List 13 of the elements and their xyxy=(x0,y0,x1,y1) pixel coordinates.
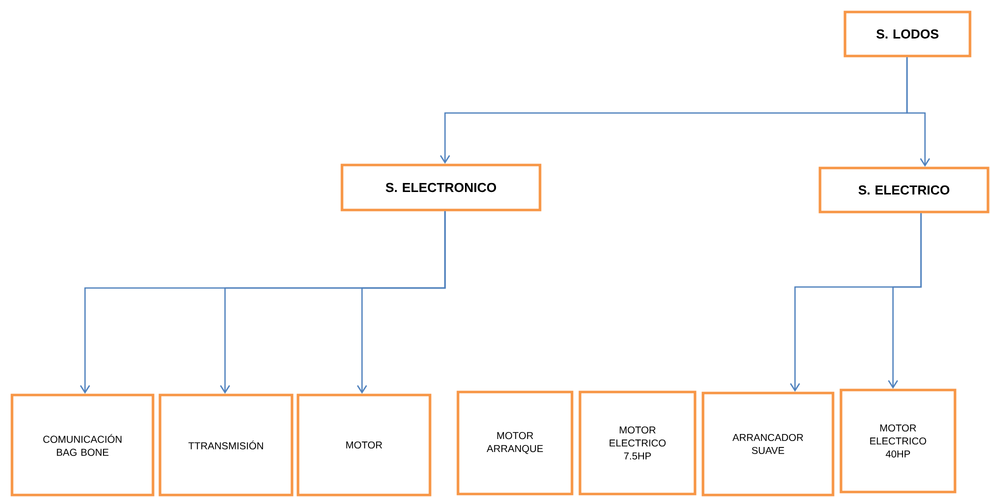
component-box: MOTOR xyxy=(296,394,432,496)
component-box: MOTOR ELECTRICO 40HP xyxy=(840,388,956,494)
arrow xyxy=(888,213,922,389)
section-box: S. ELECTRONICO xyxy=(340,164,542,212)
section-box: S. ELECTRICO xyxy=(818,166,990,214)
component-box: ARRANCADOR SUAVE xyxy=(702,392,834,496)
section-box: S. LODOS xyxy=(844,10,972,58)
component-box: MOTOR ARRANQUE xyxy=(456,390,574,496)
arrow xyxy=(356,211,446,394)
component-box: TTRANSMISIÓN xyxy=(158,394,294,496)
component-box: COMUNICACIÓN BAG BONE xyxy=(10,394,154,496)
arrow xyxy=(906,57,930,167)
component-box: MOTOR ELECTRICO 7.5HP xyxy=(578,390,696,496)
